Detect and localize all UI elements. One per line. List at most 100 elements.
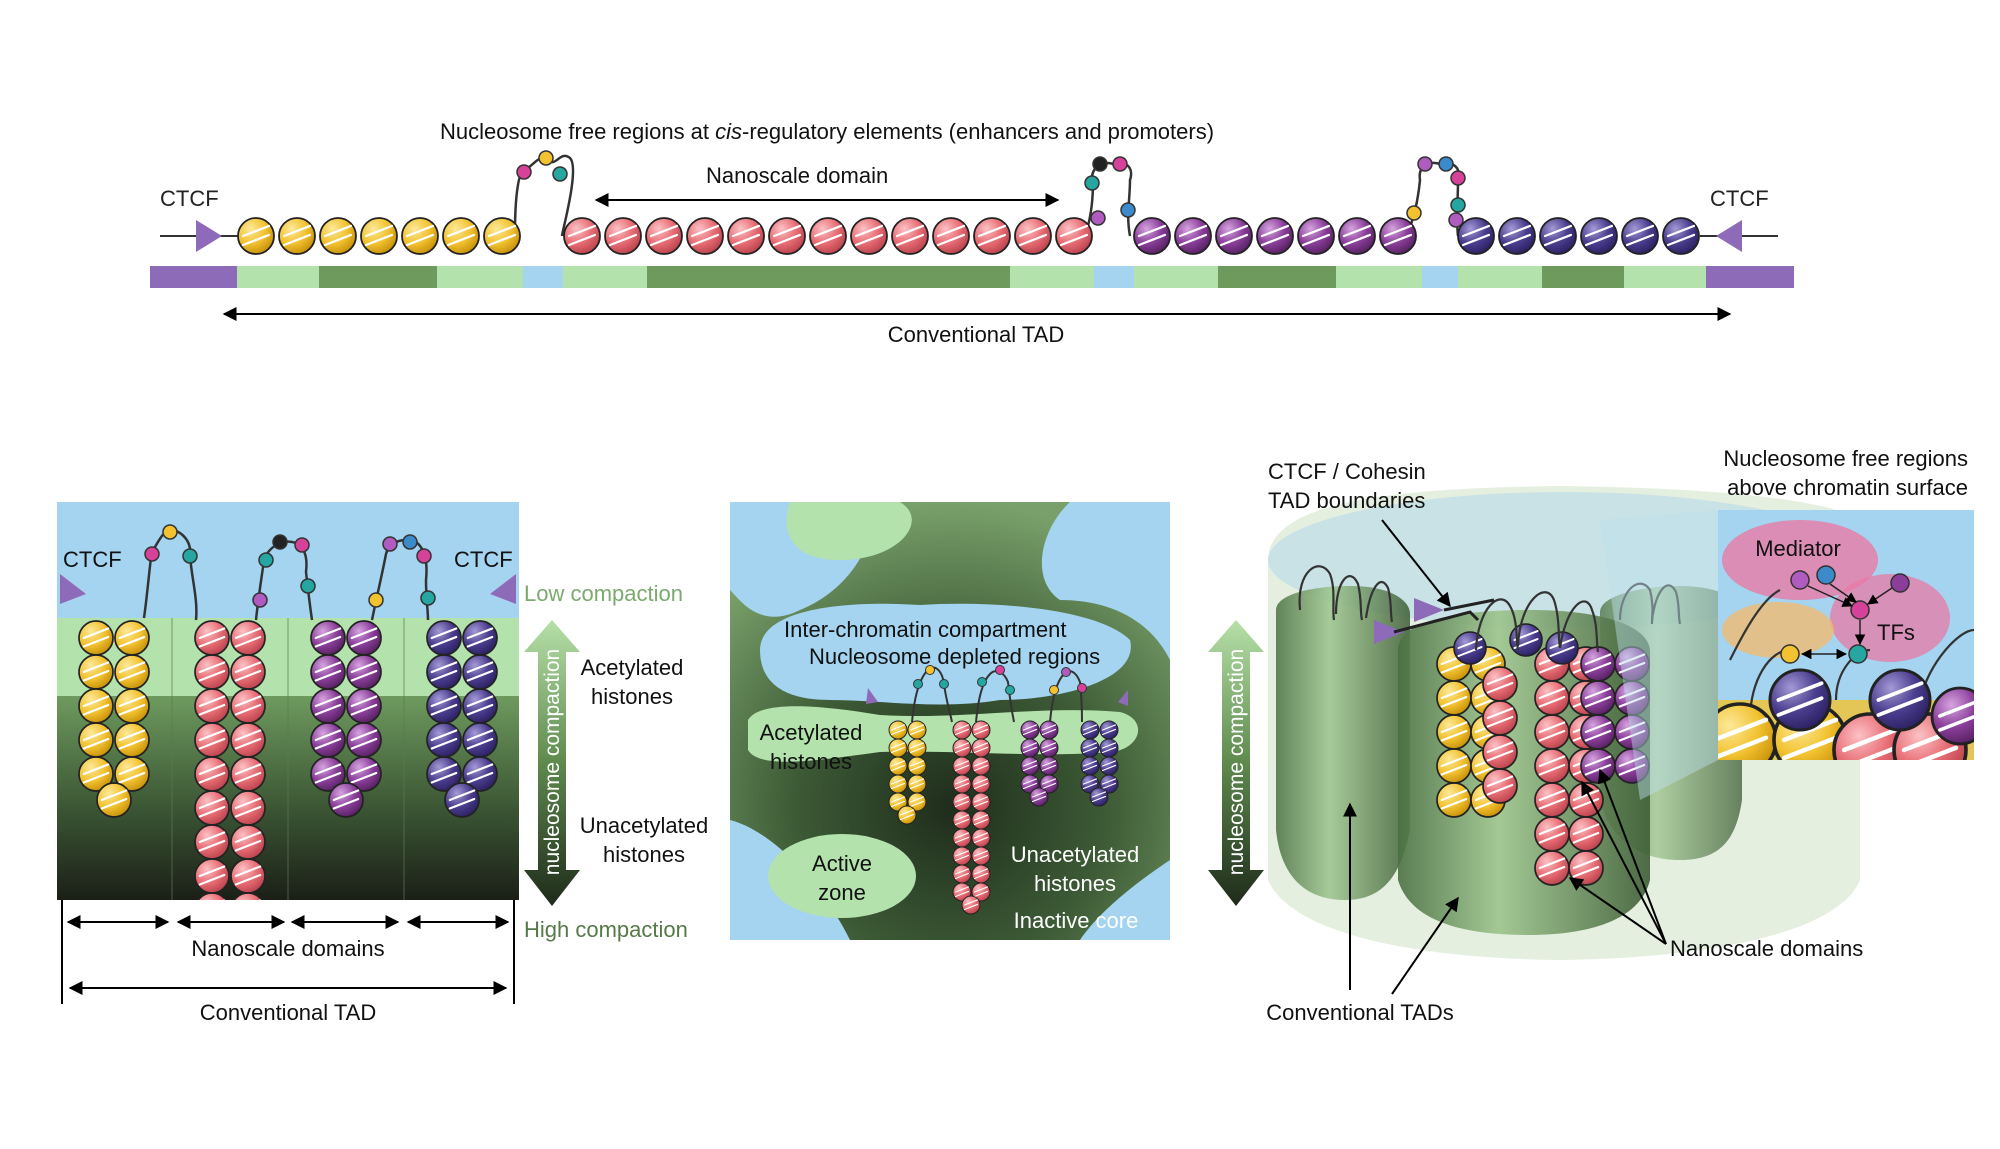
nucleosome [1039,756,1059,776]
nucleosome [194,722,230,758]
nucleosome [768,217,806,255]
nucleosome [1099,720,1119,740]
nucleosome [1568,850,1604,886]
nucleosome [1498,217,1536,255]
top-linear-panel: Nucleosome free regions at cis-regulator… [150,119,1794,347]
nucleosome [1621,217,1659,255]
nucleosome [952,882,972,902]
nucleosome [230,858,266,894]
nucleosome [1020,774,1040,794]
nucleosome [971,738,991,758]
nucleosome [1482,768,1518,804]
nucleosome [1614,680,1650,716]
mid-inactive-core-label: Inactive core [1014,908,1139,933]
nucleosome [401,217,439,255]
nucleosome [462,756,498,792]
nucleosome [1436,748,1472,784]
nucleosome [1482,734,1518,770]
left-blue-zone [57,502,519,618]
nucleosome [78,722,114,758]
nucleosome [850,217,888,255]
nucleosome [483,217,521,255]
nucleosome [1080,756,1100,776]
nucleosome [1509,623,1543,657]
nucleosome [1099,738,1119,758]
nucleosome [1768,668,1832,732]
mid-blue-top-right [1041,502,1170,660]
nucleosome [686,217,724,255]
right-conventional-tads-label: Conventional TADs [1266,1000,1454,1025]
nucleosome [194,824,230,860]
inset-projection [1600,510,1718,800]
nucleosome [1482,700,1518,736]
nucleosome [907,792,927,812]
mid-active-zone [768,834,916,918]
nucleosome [932,217,970,255]
nucleosome [1534,714,1570,750]
nucleosome [197,892,227,900]
nucleosome [907,738,927,758]
nucleosome [319,217,357,255]
nucleosome [888,756,908,776]
nfr-inset [1718,510,1974,760]
nucleosome [1080,720,1100,740]
nucleosome [897,805,917,825]
nucleosome [1453,631,1487,665]
nucleosome [426,688,462,724]
nucleosome [1662,217,1700,255]
nucleosome [1534,782,1570,818]
nucleosome [971,774,991,794]
nucleosome [1055,217,1093,255]
left-compaction-axis-label: nucleosome compaction [541,649,564,875]
nucleosome [1080,774,1100,794]
nucleosome [1039,774,1059,794]
nucleosome [1614,646,1650,682]
left-compaction-arrow: nucleosome compaction [524,620,580,906]
nucleosome [1436,782,1472,818]
nucleosome [1482,666,1518,702]
nucleosome [442,217,480,255]
nucleosome [310,722,346,758]
nucleosome [462,688,498,724]
nucleosome [1580,748,1616,784]
nucleosome [1436,680,1472,716]
left-panel: CTCF CTCF Low compaction High compactio [57,502,708,1025]
nucleosome [346,756,382,792]
nucleosome [114,620,150,656]
top-ctcf-right-label: CTCF [1710,186,1769,211]
nucleosome [952,792,972,812]
nucleosome [230,620,266,656]
nucleosome [1256,217,1294,255]
mid-nucleosome-columns [888,720,1119,915]
nucleosome [310,756,346,792]
top-conventional-tad-label: Conventional TAD [888,322,1065,347]
nucleosome [1215,217,1253,255]
nucleosome [114,688,150,724]
nucleosome [310,688,346,724]
nucleosome [194,620,230,656]
nucleosome [563,217,601,255]
inset-mediator-label: Mediator [1755,536,1841,561]
nucleosome [1174,217,1212,255]
nucleosome [907,756,927,776]
mid-inter-chromatin-blob [760,603,1131,705]
nucleosome [1297,217,1335,255]
nucleosome [194,654,230,690]
nucleosome [237,217,275,255]
tfs-blob [1830,574,1950,662]
nucleosome [230,722,266,758]
nucleosome [971,882,991,902]
right-nanoscale-domains-label: Nanoscale domains [1670,936,1863,961]
nucleosome [1534,680,1570,716]
nucleosome [952,738,972,758]
nucleosome [1014,217,1052,255]
nucleosome [1379,217,1417,255]
right-nucleosome-cluster [1436,623,1650,886]
nucleosome [604,217,642,255]
nucleosome [230,756,266,792]
nucleosome [1338,217,1376,255]
nucleosome [1568,782,1604,818]
nucleosome [971,846,991,866]
nucleosome [310,654,346,690]
nucleosome [1930,686,1974,746]
